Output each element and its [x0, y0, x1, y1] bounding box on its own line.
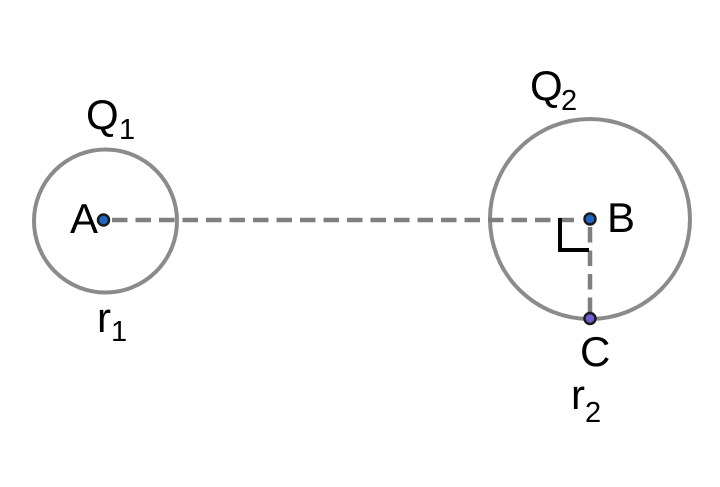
- point-b-dot: [583, 212, 597, 226]
- point-c-dot: [583, 311, 597, 326]
- label-point-a: A: [70, 195, 98, 242]
- label-r2-base: r: [571, 371, 585, 418]
- label-q2-base: Q: [530, 62, 563, 109]
- label-point-b: B: [607, 194, 635, 241]
- point-a-dot: [96, 213, 111, 227]
- label-r1-base: r: [97, 294, 111, 341]
- label-q1-subscript: 1: [119, 114, 135, 146]
- label-point-c: C: [580, 328, 610, 375]
- circle-q1: [32, 147, 179, 295]
- label-q2-subscript: 2: [561, 85, 577, 117]
- label-r1-subscript: 1: [111, 316, 127, 348]
- label-q1-base: Q: [86, 91, 119, 138]
- label-r2-subscript: 2: [585, 397, 601, 429]
- right-angle-marker: [558, 218, 589, 252]
